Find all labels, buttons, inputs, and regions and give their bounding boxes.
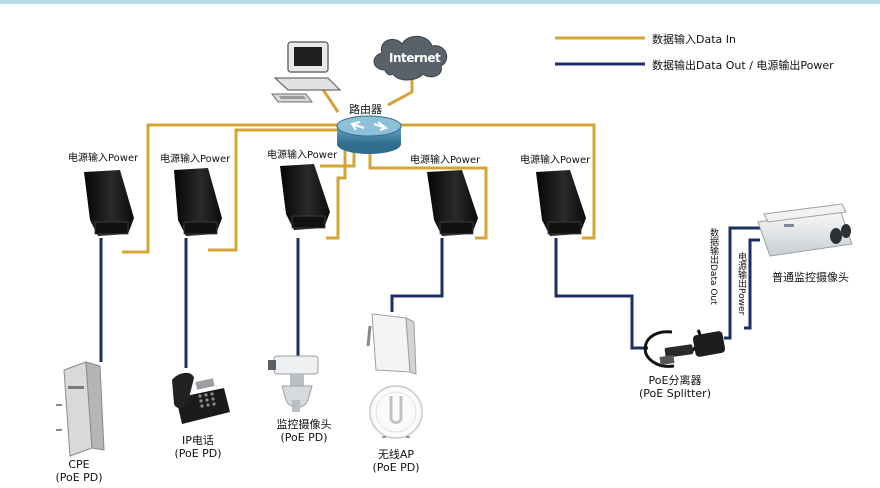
ip-phone-caption: IP电话 (PoE PD) xyxy=(143,434,253,460)
ip-phone-icon xyxy=(172,372,230,424)
injector-1-power-label: 电源输入Power xyxy=(68,153,139,164)
router-label: 路由器 xyxy=(349,103,382,116)
computer-icon xyxy=(271,41,342,103)
top-accent-bar xyxy=(0,0,880,4)
data-out-cables xyxy=(99,226,760,368)
splitter-name: PoE分离器 xyxy=(648,374,702,387)
internet-cloud-icon xyxy=(373,35,448,81)
cpe-name: CPE xyxy=(68,458,90,471)
splitter-type: (PoE Splitter) xyxy=(639,387,711,400)
legend-data-out-label: 数据输出Data Out / 电源输出Power xyxy=(652,59,834,72)
ap-type: (PoE PD) xyxy=(372,461,420,474)
cpe-type: (PoE PD) xyxy=(55,471,103,484)
camera-type: (PoE PD) xyxy=(280,431,328,444)
legend-data-in-label: 数据输入Data In xyxy=(652,33,736,46)
injector-2-power-label: 电源输入Power xyxy=(160,154,231,165)
ap-caption: 无线AP (PoE PD) xyxy=(341,448,451,474)
splitter-power-out-label: 电源输出Power xyxy=(736,252,746,316)
router-icon xyxy=(336,115,402,154)
camera-name: 监控摄像头 xyxy=(276,418,332,431)
ptz-camera-icon xyxy=(268,355,319,412)
ip-phone-name: IP电话 xyxy=(182,434,214,447)
injector-3-power-label: 电源输入Power xyxy=(267,150,338,161)
poe-splitter-icon xyxy=(643,329,726,368)
injector-5-power-label: 电源输入Power xyxy=(520,155,591,166)
wireless-ap-wall-icon xyxy=(366,313,417,375)
internet-label: Internet xyxy=(389,51,441,65)
wireless-ap-ceiling-icon xyxy=(369,385,423,439)
camera-caption: 监控摄像头 (PoE PD) xyxy=(249,418,359,444)
splitter-caption: PoE分离器 (PoE Splitter) xyxy=(620,374,730,400)
poe-injector-2 xyxy=(174,168,222,236)
splitter-data-out-label: 数据输出Data Out xyxy=(708,228,718,305)
injector-4-power-label: 电源输入Power xyxy=(410,155,481,166)
poe-injector-4 xyxy=(427,170,478,236)
cpe-device-icon xyxy=(56,361,105,457)
poe-injector-5 xyxy=(536,170,586,236)
poe-injector-3 xyxy=(280,164,330,230)
ap-name: 无线AP xyxy=(377,448,415,461)
data-in-cables xyxy=(122,78,596,254)
regular-camera-label: 普通监控摄像头 xyxy=(772,271,849,284)
bullet-camera-icon xyxy=(757,203,853,257)
poe-injector-1 xyxy=(84,170,134,236)
cpe-caption: CPE (PoE PD) xyxy=(24,458,134,484)
ip-phone-type: (PoE PD) xyxy=(174,447,222,460)
